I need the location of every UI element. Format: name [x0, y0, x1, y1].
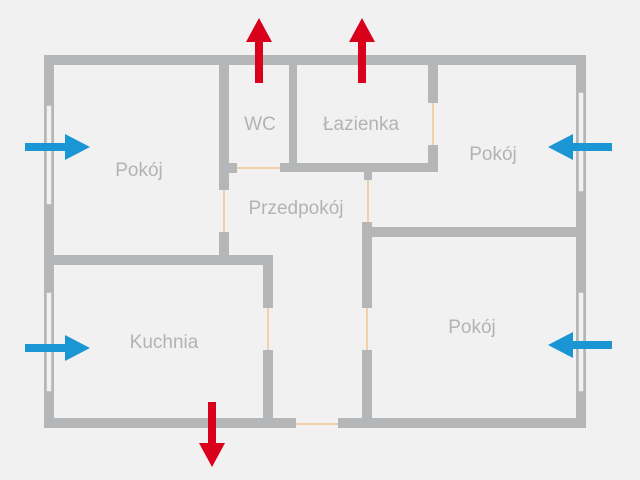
wall-bathroom-right	[428, 60, 438, 103]
arrow-up-icon	[246, 18, 272, 83]
room-label: Przedpokój	[248, 198, 343, 219]
wall-stub	[219, 232, 229, 260]
wall-hall-right	[362, 222, 372, 308]
wall-bathroom-right	[428, 145, 438, 172]
room-label: Pokój	[448, 317, 496, 338]
wall-bathroom-bottom	[280, 163, 438, 172]
arrow-right-icon	[25, 134, 90, 160]
wall-hall-right	[362, 350, 372, 420]
arrow-left-icon	[548, 134, 612, 160]
wall-rooms-right	[362, 227, 586, 237]
room-label: WC	[244, 114, 276, 135]
wall-wc-bathroom	[289, 60, 297, 172]
walls	[44, 55, 586, 428]
room-labels: Pokój WC Łazienka Pokój Przedpokój Kuchn…	[115, 114, 517, 353]
arrow-right-icon	[25, 335, 90, 361]
wall-stub	[364, 170, 372, 180]
arrows	[25, 18, 612, 467]
wall-bottom-right	[338, 418, 586, 428]
wall-kitchen-hall	[263, 350, 273, 420]
room-label: Kuchnia	[130, 332, 199, 353]
wall-right	[576, 55, 586, 428]
wall-left	[44, 55, 54, 428]
window	[577, 91, 585, 193]
window	[45, 104, 53, 206]
room-label: Pokój	[115, 160, 163, 181]
wall-kitchen-hall	[263, 255, 273, 308]
arrow-up-icon	[349, 18, 375, 83]
doors	[223, 103, 434, 425]
window	[45, 291, 53, 393]
room-label: Łazienka	[323, 114, 399, 135]
windows	[45, 91, 585, 393]
wall-bottom-left	[44, 418, 296, 428]
wall-stub	[219, 163, 237, 173]
wall-room-wc	[219, 60, 229, 190]
wall-room-kitchen	[44, 255, 273, 265]
room-label: Pokój	[469, 144, 517, 165]
wall-top	[44, 55, 586, 65]
arrow-left-icon	[548, 332, 612, 358]
arrow-down-icon	[199, 402, 225, 467]
